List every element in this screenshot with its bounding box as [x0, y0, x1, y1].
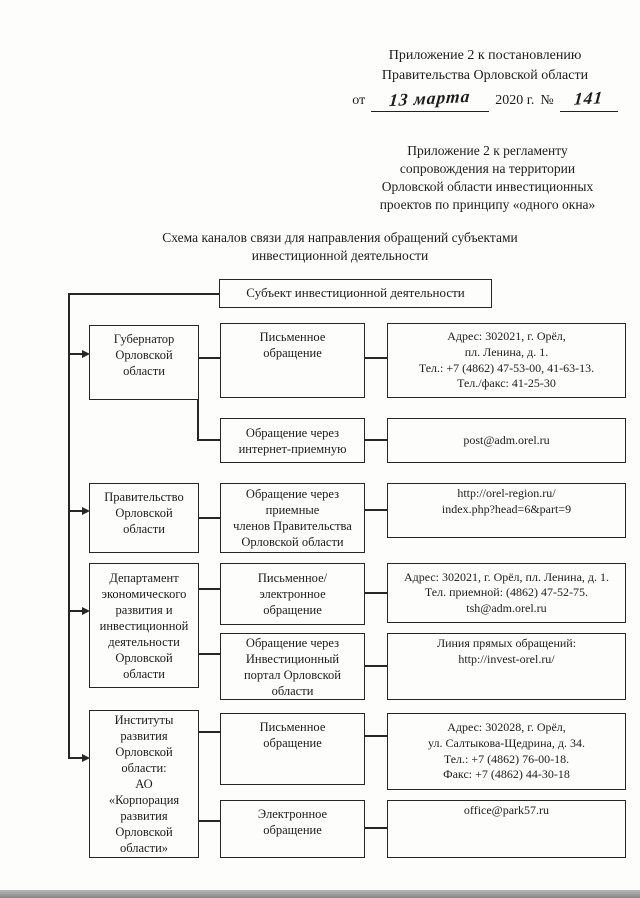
stamp-date-line: от 13 марта 2020 г. № 141: [335, 85, 635, 112]
connector-line: [365, 439, 387, 441]
connector-line: [199, 588, 220, 590]
number-sign-label: №: [540, 92, 554, 108]
document-title: Схема каналов связи для направления обра…: [162, 230, 518, 264]
channel-written-electronic: Письменное/ электронное обращение: [220, 563, 365, 625]
channel-internet-reception: Обращение через интернет-приемную: [220, 418, 365, 463]
stamp-line-1: Приложение 2 к постановлению: [388, 48, 582, 63]
connector-line: [68, 293, 219, 295]
channel-government-receptions: Обращение через приемные членов Правител…: [220, 483, 365, 553]
arrow-right-icon: [82, 350, 90, 358]
connector-line: [365, 509, 387, 511]
connector-line: [197, 439, 220, 441]
scan-edge-artifact: [0, 890, 640, 898]
date-handwritten-value: 13 марта: [388, 85, 472, 110]
date-underline: 13 марта: [371, 85, 490, 112]
connector-line: [68, 353, 83, 355]
annex-reference-block: Приложение 2 к регламенту сопровождения …: [379, 143, 596, 212]
connector-line: [68, 757, 83, 759]
connector-line: [365, 735, 387, 737]
connector-line: [197, 400, 199, 440]
number-handwritten-value: 141: [573, 86, 605, 109]
contact-institutes-email: office@park57.ru: [387, 800, 626, 858]
appendix-stamp-block: Приложение 2 к постановлению Правительст…: [335, 46, 635, 112]
connector-line: [68, 610, 83, 612]
connector-line: [68, 293, 70, 758]
entity-department: Департамент экономического развития и ин…: [89, 563, 199, 688]
connector-line: [365, 827, 387, 829]
arrow-right-icon: [82, 507, 90, 515]
entity-institutes: Институты развития Орловской области: АО…: [89, 710, 199, 858]
contact-governor-email: post@adm.orel.ru: [387, 418, 626, 463]
connector-line: [199, 653, 220, 655]
connector-line: [365, 357, 387, 359]
connector-line: [199, 731, 220, 733]
contact-portal-url: Линия прямых обращений: http://invest-or…: [387, 633, 626, 700]
connector-line: [365, 592, 387, 594]
contact-government-url: http://orel-region.ru/ index.php?head=6&…: [387, 483, 626, 538]
contact-governor-address: Адрес: 302021, г. Орёл, пл. Ленина, д. 1…: [387, 323, 626, 398]
arrow-right-icon: [82, 754, 90, 762]
arrow-right-icon: [82, 607, 90, 615]
channel-investment-portal: Обращение через Инвестиционный портал Ор…: [220, 633, 365, 700]
connector-line: [199, 357, 220, 359]
contact-institutes-address: Адрес: 302028, г. Орёл, ул. Салтыкова-Ще…: [387, 713, 626, 790]
date-year-label: 2020 г.: [495, 92, 535, 108]
connector-line: [68, 510, 83, 512]
contact-department-address: Адрес: 302021, г. Орёл, пл. Ленина, д. 1…: [387, 563, 626, 623]
channel-electronic-appeal: Электронное обращение: [220, 800, 365, 858]
entity-government: Правительство Орловской области: [89, 483, 199, 553]
channel-written-appeal-institutes: Письменное обращение: [220, 713, 365, 785]
connector-line: [199, 820, 220, 822]
connector-line: [365, 665, 387, 667]
number-underline: 141: [559, 86, 618, 112]
entity-governor: Губернатор Орловской области: [89, 325, 199, 400]
connector-line: [199, 517, 220, 519]
date-from-label: от: [352, 92, 366, 108]
root-node-subject: Субъект инвестиционной деятельности: [219, 279, 492, 308]
stamp-line-2: Правительства Орловской области: [381, 68, 589, 84]
channel-written-appeal-governor: Письменное обращение: [220, 323, 365, 398]
